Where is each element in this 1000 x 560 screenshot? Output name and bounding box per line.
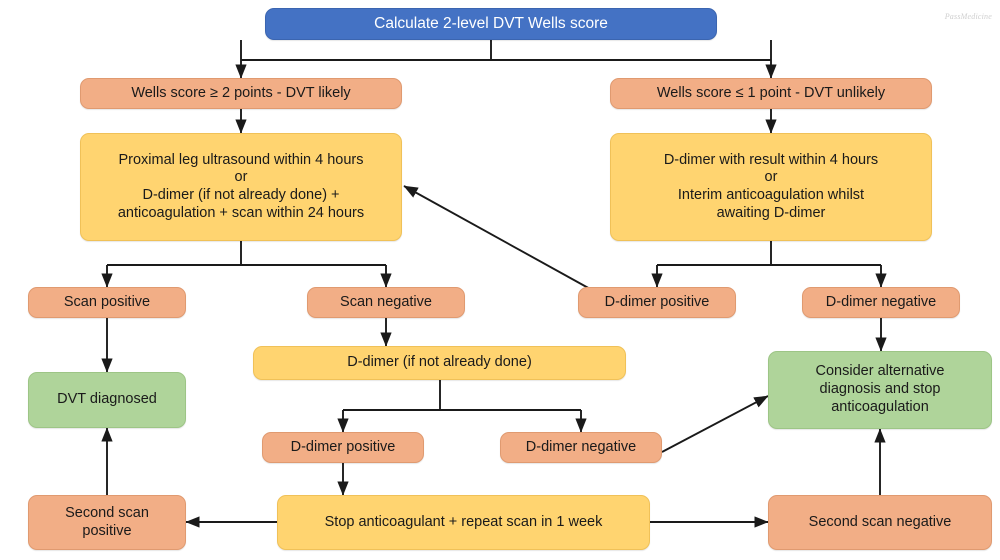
connector-ddimer-negative-mid-to-green: [661, 395, 769, 453]
node-wells-likely: Wells score ≥ 2 points - DVT likely: [80, 78, 402, 109]
node-consider-alternative: Consider alternative diagnosis and stop …: [768, 351, 992, 429]
node-scan-negative: Scan negative: [307, 287, 465, 318]
node-ddimer-negative-mid: D-dimer negative: [500, 432, 662, 463]
node-dvt-diagnosed: DVT diagnosed: [28, 372, 186, 428]
node-ddimer-positive-mid: D-dimer positive: [262, 432, 424, 463]
node-second-scan-positive: Second scan positive: [28, 495, 186, 550]
node-scan-positive: Scan positive: [28, 287, 186, 318]
node-ddimer-plan: D-dimer with result within 4 hours or In…: [610, 133, 932, 241]
node-stop-anticoagulant: Stop anticoagulant + repeat scan in 1 we…: [277, 495, 650, 550]
node-ddimer-negative-right: D-dimer negative: [802, 287, 960, 318]
node-ddimer-positive-right: D-dimer positive: [578, 287, 736, 318]
node-proximal-scan-plan: Proximal leg ultrasound within 4 hours o…: [80, 133, 402, 241]
connector-ddimer-positive-to-proximal-plan: [403, 185, 593, 291]
watermark: PassMedicine: [944, 12, 992, 21]
node-start: Calculate 2-level DVT Wells score: [265, 8, 717, 40]
node-second-scan-negative: Second scan negative: [768, 495, 992, 550]
node-wells-unlikely: Wells score ≤ 1 point - DVT unlikely: [610, 78, 932, 109]
node-ddimer-if-not-done: D-dimer (if not already done): [253, 346, 626, 380]
